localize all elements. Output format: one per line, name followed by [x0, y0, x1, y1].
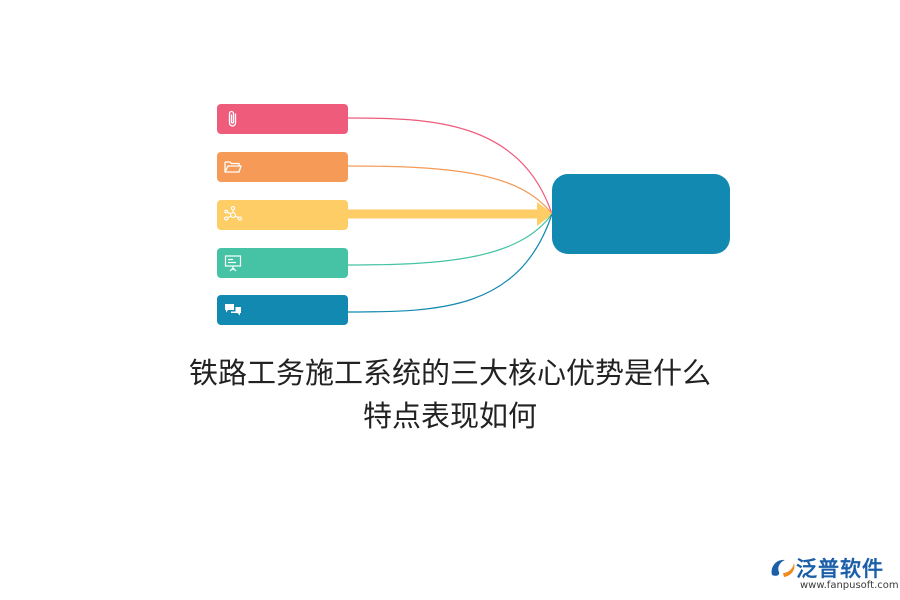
diagram-item-2 [217, 152, 348, 182]
presentation-board-icon [224, 255, 242, 272]
caption-line-1: 铁路工务施工系统的三大核心优势是什么 [188, 356, 711, 390]
connector-4 [347, 213, 553, 266]
caption-line-2: 特点表现如何 [362, 399, 537, 433]
diagram-item-1 [217, 104, 348, 134]
connector-2 [347, 165, 553, 215]
brand-name: 泛普软件 [796, 557, 884, 581]
diagram-item-4 [217, 248, 348, 278]
diagram-item-5 [217, 295, 348, 325]
brand-url: www.fanpusoft.com [800, 580, 899, 591]
diagram-item-3 [217, 200, 348, 230]
brand-watermark: 泛普软件 www.fanpusoft.com [768, 553, 899, 595]
paperclip-icon [228, 110, 237, 127]
chat-bubbles-icon [225, 304, 241, 316]
folder-icon [224, 161, 242, 173]
diagram-caption: 铁路工务施工系统的三大核心优势是什么 特点表现如何 [90, 352, 810, 438]
connector-5 [347, 213, 553, 313]
connector-3-arrowhead [537, 202, 553, 226]
brand-logo-icon [771, 559, 795, 577]
connector-1 [347, 117, 553, 215]
diagram-hub-node [552, 174, 730, 254]
network-icon [224, 206, 242, 221]
